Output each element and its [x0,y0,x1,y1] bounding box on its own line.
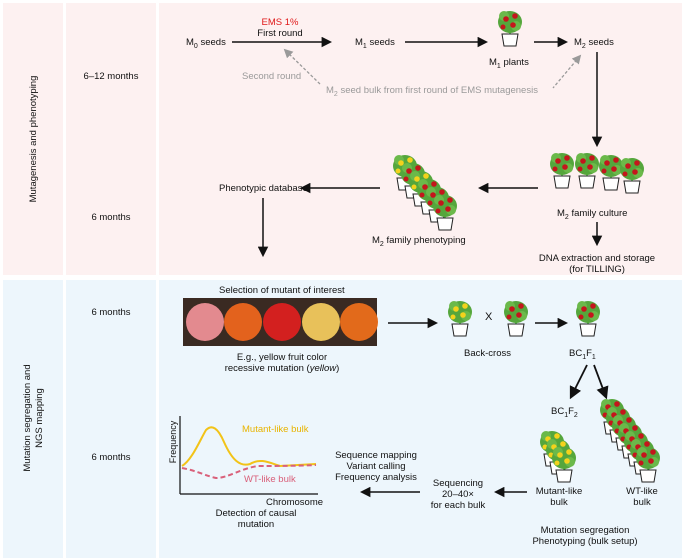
time-label-2: 6 months [91,212,131,223]
arrow-m2-bulk [552,54,582,89]
mut-bulk-plant-3 [551,446,577,483]
mutant-curve [181,426,317,468]
tomato-red [263,303,301,341]
bc1f1-label: BC1F1 [569,348,596,361]
tomato-yellow [302,303,340,341]
time-label-4: 6 months [91,452,131,463]
mapping-label: Sequence mapping Variant calling Frequen… [335,450,417,483]
m2-family-culture-label: M2 family culture [557,208,628,221]
time-bottom-panel [66,280,156,558]
tomato-pink [186,303,224,341]
backcross-label: Back-cross [464,348,511,359]
sequencing-label: Sequencing 20–40× for each bulk [430,478,486,511]
chromosome-axis-label: Chromosome [266,497,324,508]
culture-plant-1 [549,152,575,189]
first-round-label: First round [257,28,303,39]
backcross-plant-mutant [447,300,473,337]
left-bottom-panel [3,280,63,558]
second-round-label: Second round [242,71,302,82]
tomato-orange-2 [340,303,378,341]
backcross-plant-wt [503,300,529,337]
arrow-bc1f1-bc1f2 [569,364,588,400]
culture-plant-2 [574,152,600,189]
m2-bulk-label: M2 seed bulk from first round of EMS mut… [326,85,538,98]
time-label-3: 6 months [91,307,131,318]
example-label: E.g., yellow fruit color recessive mutat… [224,352,340,374]
wt-bulk-label: WT-like bulk [626,486,658,508]
wt-bulk-plant-7 [635,446,661,483]
mutant-curve-label: Mutant-like bulk [242,424,309,435]
freq-axis-label: Frequency [168,420,178,464]
wt-curve [181,464,317,480]
phen-plant-6 [432,194,458,231]
bc1f2-label: BC1F2 [551,406,578,419]
phenotypic-database-label: Phenotypic database [219,183,308,194]
segregation-label: Mutation segregation Phenotyping (bulk s… [532,525,638,547]
bc1f1-plant [575,300,601,337]
detection-label: Detection of causal mutation [215,508,297,530]
time-label-1: 6–12 months [83,71,139,82]
dna-extraction-label: DNA extraction and storage (for TILLING) [538,253,656,275]
mutant-bulk-label: Mutant-like bulk [535,486,583,508]
m1-seeds-label: M1 seeds [355,37,395,50]
cross-symbol: X [485,311,493,323]
tomato-orange [224,303,262,341]
m1-plant-illustration [497,10,523,47]
time-top-panel [66,3,156,275]
selection-label: Selection of mutant of interest [219,285,345,296]
m2-seeds-label: M2 seeds [574,37,614,50]
m0-seeds-label: M0 seeds [186,37,226,50]
m2-family-phenotyping-label: M2 family phenotyping [372,235,466,248]
arrow-bc1f1-wt [593,364,609,400]
m1-plants-label: M1 plants [489,57,529,70]
wt-curve-label: WT-like bulk [244,474,296,485]
culture-plant-4 [619,157,645,194]
ems-label: EMS 1% [261,17,299,28]
arrow-second-round [283,48,321,85]
culture-plant-3 [598,154,624,191]
left-top-panel [3,3,63,275]
